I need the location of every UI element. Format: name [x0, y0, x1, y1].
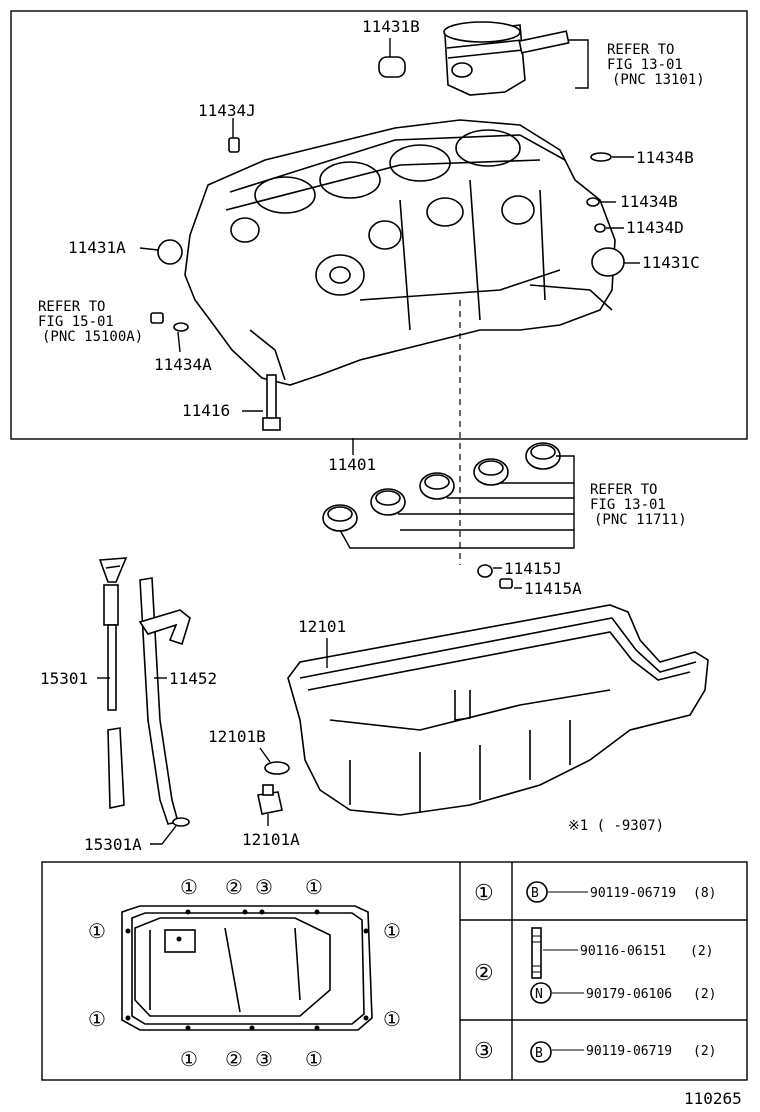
gasket-12101B [264, 761, 290, 775]
row2-key: ② [474, 961, 494, 986]
note-serial: ※1 ( -9307) [568, 818, 664, 834]
cylinder-block-illustration [184, 119, 616, 386]
bolt-symbol-icon [526, 881, 548, 903]
bearing-leaders [339, 455, 575, 549]
leader-15301A [150, 825, 177, 845]
marker-one-top-2: ① [305, 875, 323, 899]
fastener-row-1: ① B 90119-06719 (8) [474, 881, 716, 906]
pin-11434A [173, 322, 189, 332]
pin-15100A [150, 312, 164, 324]
dipstick-illustration [98, 557, 128, 809]
plug-11434D [594, 223, 606, 233]
ref-oilpump-line1: REFER TO [38, 299, 105, 315]
drain-plug-12101A [257, 784, 283, 815]
marker-two-bottom: ② [225, 1047, 243, 1071]
fastener-row-2: ② 90116-06151 (2) N 90179-06106 (2) [474, 927, 716, 1004]
label-11434A: 11434A [154, 355, 212, 374]
cylinder-block-frame [10, 10, 748, 440]
leader-lines-top [139, 38, 640, 412]
row4-qty: (2) [693, 1044, 716, 1059]
label-11434B-2: 11434B [620, 192, 678, 211]
oil-pan-plan-view [121, 905, 373, 1031]
row4-key: ③ [474, 1039, 494, 1064]
bolt-position-markers: ① ② ③ ① ① ① ① ① ① ② ③ ① [88, 875, 401, 1071]
label-12101: 12101 [298, 617, 346, 636]
plug-11415A [499, 578, 513, 589]
bushing-11431A [157, 239, 183, 265]
row1-symbol: B [531, 886, 539, 901]
piston-illustration [443, 21, 570, 96]
ref-piston-line3: (PNC 13101) [612, 72, 705, 88]
ref-piston-line2: FIG 13-01 [607, 57, 683, 73]
label-11415J: 11415J [504, 559, 562, 578]
label-12101B: 12101B [208, 727, 266, 746]
stud-11416 [262, 374, 281, 431]
plug-11434B-1 [590, 152, 612, 162]
row2-qty: (2) [690, 944, 713, 959]
row4-part: 90119-06719 [586, 1044, 672, 1059]
ref-bearing-line1: REFER TO [590, 482, 657, 498]
marker-one-right-2: ① [383, 1007, 401, 1031]
crank-bearings [322, 442, 561, 532]
bolt-symbol-icon [530, 1041, 552, 1063]
marker-one-top-1: ① [180, 875, 198, 899]
row3-qty: (2) [693, 987, 716, 1002]
ref-piston-line1: REFER TO [607, 42, 674, 58]
plug-11415J [477, 564, 493, 578]
label-11431C: 11431C [642, 253, 700, 272]
stud-bolt-icon [531, 927, 542, 979]
plug-11434B-2 [586, 197, 600, 207]
row2-part: 90116-06151 [580, 944, 666, 959]
marker-one-bottom-2: ① [305, 1047, 323, 1071]
row3-part: 90179-06106 [586, 987, 672, 1002]
row1-key: ① [474, 881, 494, 906]
figure-number: 110265 [684, 1089, 742, 1108]
ref-bearing-line2: FIG 13-01 [590, 497, 666, 513]
label-11431B: 11431B [362, 17, 420, 36]
marker-one-left-1: ① [88, 919, 106, 943]
marker-three-top: ③ [255, 875, 273, 899]
row4-symbol: B [535, 1046, 543, 1061]
nut-symbol-icon [530, 982, 552, 1004]
dipstick-guide-illustration [138, 577, 191, 827]
ref-oilpump-line3: (PNC 15100A) [42, 329, 143, 345]
label-11415A: 11415A [524, 579, 582, 598]
label-12101A: 12101A [242, 830, 300, 849]
marker-one-bottom-1: ① [180, 1047, 198, 1071]
bushing-11431B [378, 56, 406, 78]
row3-symbol: N [535, 987, 543, 1002]
leader-12101B [259, 747, 271, 763]
oil-pan-illustration [287, 604, 709, 816]
label-15301A: 15301A [84, 835, 142, 854]
ref-oilpump-line2: FIG 15-01 [38, 314, 114, 330]
marker-three-bottom: ③ [255, 1047, 273, 1071]
fastener-row-4: ③ B 90119-06719 (2) [474, 1039, 716, 1064]
bushing-11431C [591, 247, 625, 277]
row1-part: 90119-06719 [590, 886, 676, 901]
label-11452: 11452 [169, 669, 217, 688]
label-11401: 11401 [328, 455, 376, 474]
pin-11434J [228, 137, 240, 153]
label-15301: 15301 [40, 669, 88, 688]
row1-qty: (8) [693, 886, 716, 901]
marker-one-right-1: ① [383, 919, 401, 943]
label-11434J: 11434J [198, 101, 256, 120]
label-11431A: 11431A [68, 238, 126, 257]
label-11434D: 11434D [626, 218, 684, 237]
bolt-layout-frame [41, 861, 748, 1081]
label-11434B-1: 11434B [636, 148, 694, 167]
label-11416: 11416 [182, 401, 230, 420]
marker-one-left-2: ① [88, 1007, 106, 1031]
marker-two-top: ② [225, 875, 243, 899]
ref-bearing-line3: (PNC 11711) [594, 512, 687, 528]
